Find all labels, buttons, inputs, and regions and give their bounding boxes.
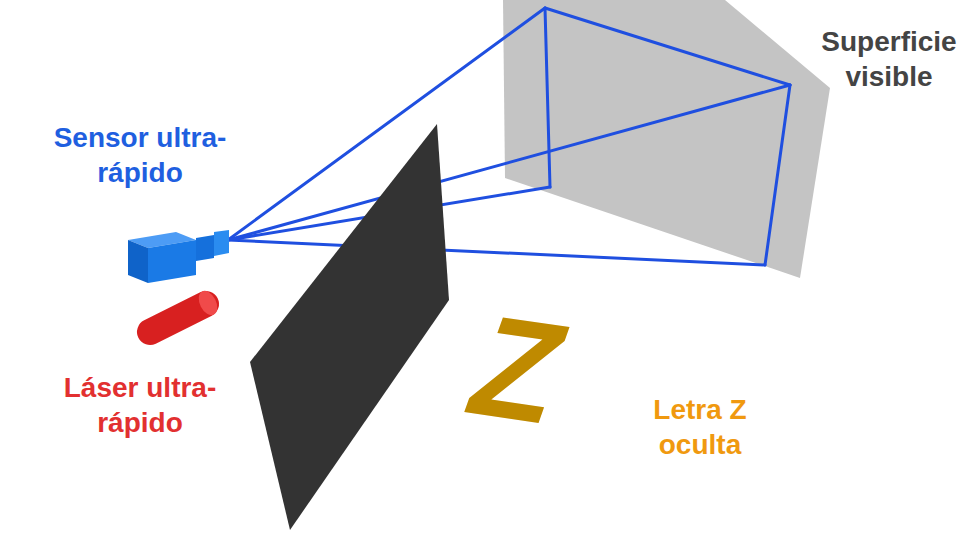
frustum-edge — [765, 85, 790, 265]
frustum-edge — [545, 8, 550, 187]
sensor-rays — [228, 8, 790, 265]
sensor-ray — [228, 85, 790, 240]
frustum-edge — [545, 8, 790, 85]
camera-side — [128, 240, 148, 283]
sensor-ray — [228, 240, 765, 265]
sensor-label: Sensor ultra-rápido — [40, 120, 240, 190]
letter-label: Letra Z oculta — [630, 392, 770, 462]
laser-body — [150, 304, 206, 332]
surface-label: Superficie visible — [805, 24, 973, 94]
laser-aperture — [195, 288, 221, 318]
hidden-letter: Z — [426, 291, 609, 449]
sensor-camera — [128, 230, 229, 283]
occluder-wall — [250, 124, 449, 530]
camera-lens — [214, 230, 229, 256]
visible-wall — [503, 0, 830, 278]
laser — [150, 288, 221, 332]
camera-front — [148, 240, 196, 283]
laser-label: Láser ultra-rápido — [40, 370, 240, 440]
camera-lens — [196, 235, 214, 261]
